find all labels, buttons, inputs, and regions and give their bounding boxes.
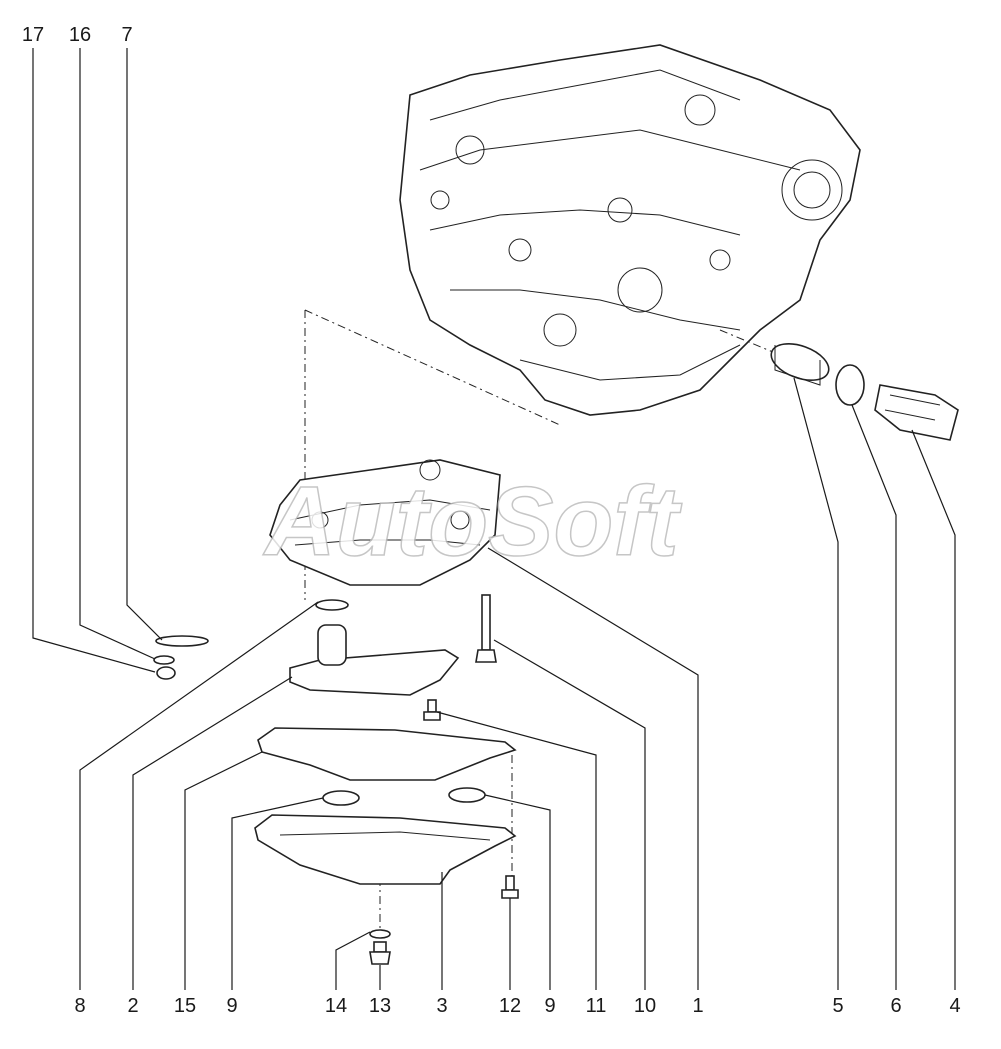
nut-17 bbox=[156, 666, 176, 680]
oil-filter bbox=[770, 342, 830, 386]
callout-12: 12 bbox=[499, 995, 521, 1017]
o-ring-8 bbox=[315, 599, 349, 611]
assembly-line-housing-edge bbox=[304, 309, 561, 426]
magnet-9b bbox=[448, 787, 486, 803]
bolt-12 bbox=[501, 875, 519, 899]
o-ring bbox=[835, 364, 865, 406]
callout-1: 1 bbox=[692, 995, 703, 1017]
callout-5: 5 bbox=[832, 995, 843, 1017]
assembly-line-seal bbox=[719, 329, 781, 356]
drain-plug-13 bbox=[369, 941, 391, 965]
pan-gasket bbox=[257, 727, 517, 781]
callout-7: 7 bbox=[121, 24, 132, 46]
callout-16: 16 bbox=[69, 24, 91, 46]
leader-lines bbox=[32, 48, 956, 990]
oil-pan bbox=[254, 814, 517, 885]
callout-10: 10 bbox=[634, 995, 656, 1017]
callout-3: 3 bbox=[436, 995, 447, 1017]
callout-17: 17 bbox=[22, 24, 44, 46]
oil-strainer bbox=[289, 624, 460, 696]
bolt-11 bbox=[423, 699, 441, 721]
drain-washer-14 bbox=[369, 929, 391, 939]
washer-16 bbox=[153, 655, 175, 665]
callout-8: 8 bbox=[74, 995, 85, 1017]
magnet-9a bbox=[322, 790, 360, 806]
callout-13: 13 bbox=[369, 995, 391, 1017]
callout-9-left: 9 bbox=[226, 995, 237, 1017]
callout-6: 6 bbox=[890, 995, 901, 1017]
valve-body bbox=[269, 459, 501, 586]
bolt-10 bbox=[475, 594, 497, 663]
watermark: AutoSoft bbox=[262, 466, 682, 576]
gasket-7 bbox=[155, 635, 209, 647]
callout-11: 11 bbox=[586, 995, 607, 1017]
solenoid-valve bbox=[874, 384, 959, 441]
transmission-housing bbox=[399, 44, 861, 416]
callout-4: 4 bbox=[949, 995, 960, 1017]
callout-2: 2 bbox=[127, 995, 138, 1017]
callout-9-right: 9 bbox=[544, 995, 555, 1017]
callout-15: 15 bbox=[174, 995, 196, 1017]
callout-14: 14 bbox=[325, 995, 347, 1017]
